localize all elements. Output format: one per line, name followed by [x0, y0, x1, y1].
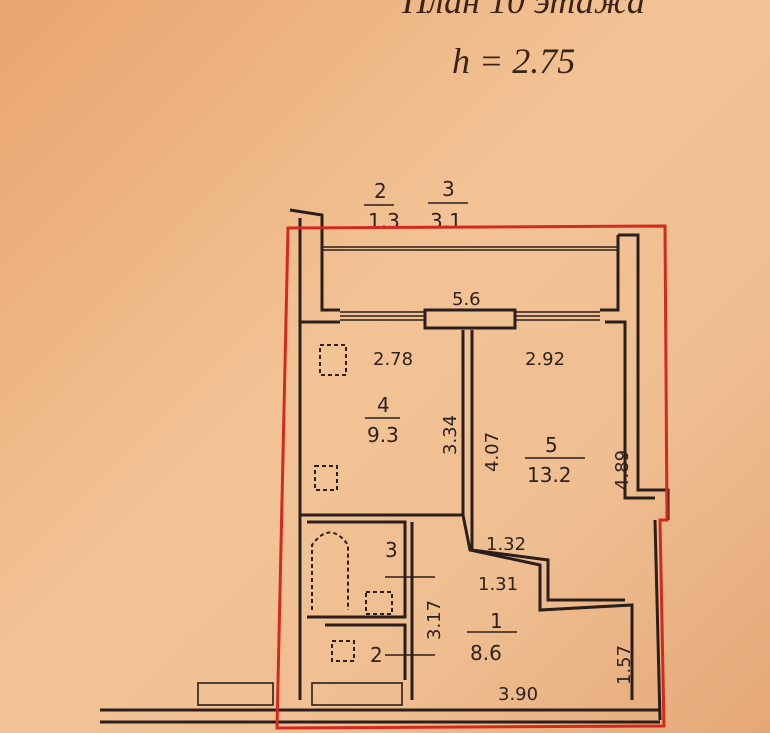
svg-text:5: 5 [545, 433, 558, 457]
svg-text:9.3: 9.3 [367, 423, 399, 447]
sink-icon [314, 465, 338, 491]
balcony-label-3: 3 3.1 [428, 177, 468, 233]
svg-text:3.34: 3.34 [440, 415, 461, 455]
svg-text:2: 2 [374, 179, 387, 203]
window-sills [197, 682, 403, 706]
balcony-label-2: 2 1.3 [364, 179, 400, 233]
svg-text:3.1: 3.1 [430, 209, 462, 233]
svg-text:8.6: 8.6 [470, 641, 502, 665]
room-5-label: 5 13.2 [525, 433, 585, 487]
svg-text:4.89: 4.89 [612, 450, 633, 490]
svg-text:2.92: 2.92 [525, 349, 565, 370]
plan-title: План 10 этажа [402, 0, 645, 21]
apartment-highlight [275, 224, 669, 730]
svg-text:4: 4 [377, 393, 390, 417]
room-4-label: 4 9.3 [365, 393, 400, 447]
svg-text:3: 3 [385, 538, 398, 562]
svg-text:3.17: 3.17 [424, 600, 445, 640]
svg-text:2.78: 2.78 [373, 349, 413, 370]
svg-text:3: 3 [442, 177, 455, 201]
svg-text:3.90: 3.90 [498, 684, 538, 705]
svg-text:5.6: 5.6 [452, 289, 481, 310]
svg-text:1.31: 1.31 [478, 574, 518, 595]
walls [100, 208, 670, 724]
washbasin-icon [331, 640, 355, 662]
dimension-labels: 5.6 2.78 2.92 3.34 4.07 4.89 1.32 1.31 3… [373, 289, 635, 705]
bathtub-icon [311, 531, 349, 610]
toilet-icon [365, 591, 393, 615]
svg-text:1.3: 1.3 [368, 209, 400, 233]
room-1-label: 1 8.6 [467, 609, 517, 665]
svg-text:13.2: 13.2 [527, 463, 572, 487]
room-2-label: 2 [370, 643, 435, 667]
svg-text:1: 1 [490, 609, 503, 633]
ceiling-height: h = 2.75 [452, 41, 576, 81]
stove-icon [319, 344, 347, 376]
svg-text:4.07: 4.07 [482, 432, 503, 472]
svg-text:1.32: 1.32 [486, 534, 526, 555]
room-3-label: 3 [385, 538, 435, 578]
svg-text:2: 2 [370, 643, 383, 667]
svg-text:1.57: 1.57 [614, 645, 635, 685]
